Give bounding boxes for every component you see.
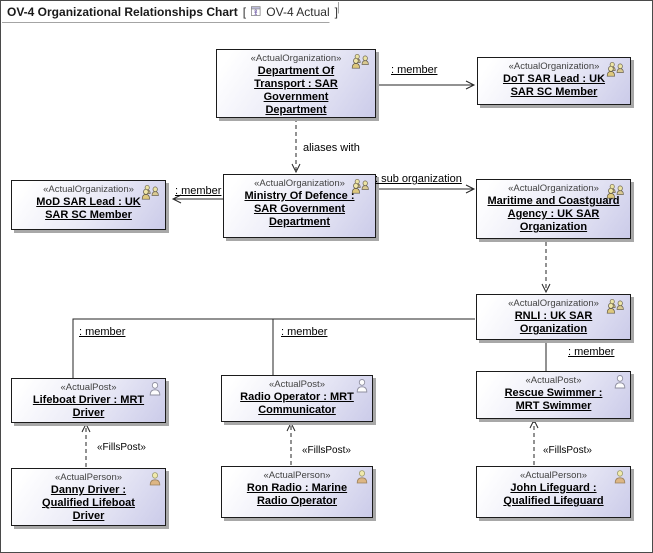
organization-icon (606, 298, 626, 314)
edge-label-member-radio: : member (281, 326, 328, 338)
node-name: John Lifeguard : Qualified Lifeguard (503, 482, 604, 507)
node-name: Ron Radio : Marine Radio Operator (246, 482, 348, 507)
edge-label-fillspost-1: «FillsPost» (97, 442, 146, 453)
diagram-title: OV-4 Organizational Relationships Chart (7, 4, 238, 19)
stereotype-label: «ActualPost» (525, 375, 582, 386)
diagram-type-icon (251, 6, 261, 16)
stereotype-label: «ActualPerson» (54, 472, 123, 483)
stereotype-label: «ActualOrganization» (508, 183, 599, 194)
node-mod-sar-lead[interactable]: «ActualOrganization» MoD SAR Lead : UK S… (11, 180, 166, 230)
node-name: Lifeboat Driver : MRT Driver (32, 394, 145, 419)
node-maritime-coastguard-agency[interactable]: «ActualOrganization» Maritime and Coastg… (476, 179, 631, 239)
node-danny-driver[interactable]: «ActualPerson» Danny Driver : Qualified … (11, 468, 166, 526)
edge-label-member-swimmer: : member (568, 346, 615, 358)
node-lifeboat-driver[interactable]: «ActualPost» Lifeboat Driver : MRT Drive… (11, 378, 166, 423)
node-name: MoD SAR Lead : UK SAR SC Member (36, 196, 141, 221)
frame-open-bracket: [ (242, 4, 247, 19)
stereotype-label: «ActualOrganization» (250, 53, 342, 64)
stereotype-label: «ActualOrganization» (254, 178, 345, 189)
organization-icon (606, 61, 626, 77)
stereotype-label: «ActualOrganization» (508, 298, 599, 309)
node-ministry-of-defence[interactable]: «ActualOrganization» Ministry Of Defence… (223, 174, 376, 238)
stereotype-label: «ActualOrganization» (43, 184, 134, 195)
node-name: Department Of Transport : SAR Government… (254, 65, 338, 116)
node-rescue-swimmer[interactable]: «ActualPost» Rescue Swimmer : MRT Swimme… (476, 371, 631, 419)
stereotype-label: «ActualOrganization» (508, 61, 600, 72)
edge-label-member-mod: : member (175, 185, 222, 197)
node-name: Ministry Of Defence : SAR Government Dep… (244, 190, 355, 228)
stereotype-label: «ActualPerson» (263, 470, 331, 481)
diagram-frame-tab: OV-4 Organizational Relationships Chart … (1, 1, 338, 22)
node-radio-operator[interactable]: «ActualPost» Radio Operator : MRT Commun… (221, 375, 373, 422)
person-icon (356, 470, 368, 484)
node-name: RNLI : UK SAR Organization (514, 310, 593, 335)
frame-close-bracket: ] (334, 4, 338, 19)
stereotype-label: «ActualPerson» (519, 470, 588, 481)
node-name: DoT SAR Lead : UK SAR SC Member (502, 73, 606, 98)
node-department-of-transport[interactable]: «ActualOrganization» Department Of Trans… (216, 49, 376, 118)
edge-label-fillspost-2: «FillsPost» (302, 445, 351, 456)
organization-icon (351, 178, 371, 194)
edge-label-member-dot: : member (391, 64, 438, 76)
node-name: Maritime and Coastguard Agency : UK SAR … (487, 195, 620, 233)
node-name: Rescue Swimmer : MRT Swimmer (504, 387, 603, 412)
edge-label-aliases-with: aliases with (303, 142, 360, 154)
edge-label-member-lifeboat: : member (79, 326, 126, 338)
post-icon (356, 379, 368, 393)
edge-label-sub-organization: : sub organization (375, 173, 462, 185)
post-icon (614, 375, 626, 389)
person-icon (614, 470, 626, 484)
edge-label-fillspost-3: «FillsPost» (543, 445, 592, 456)
organization-icon (351, 53, 371, 69)
person-icon (149, 472, 161, 486)
node-john-lifeguard[interactable]: «ActualPerson» John Lifeguard : Qualifie… (476, 466, 631, 518)
node-rnli[interactable]: «ActualOrganization» RNLI : UK SAR Organ… (476, 294, 631, 340)
node-ron-radio[interactable]: «ActualPerson» Ron Radio : Marine Radio … (221, 466, 373, 518)
node-dot-sar-lead[interactable]: «ActualOrganization» DoT SAR Lead : UK S… (477, 57, 631, 105)
diagram-context-name: OV-4 Actual (266, 4, 330, 19)
node-name: Radio Operator : MRT Communicator (240, 391, 354, 416)
post-icon (149, 382, 161, 396)
organization-icon (606, 183, 626, 199)
stereotype-label: «ActualPost» (269, 379, 325, 390)
organization-icon (141, 184, 161, 200)
node-name: Danny Driver : Qualified Lifeboat Driver (42, 484, 135, 522)
stereotype-label: «ActualPost» (60, 382, 117, 393)
